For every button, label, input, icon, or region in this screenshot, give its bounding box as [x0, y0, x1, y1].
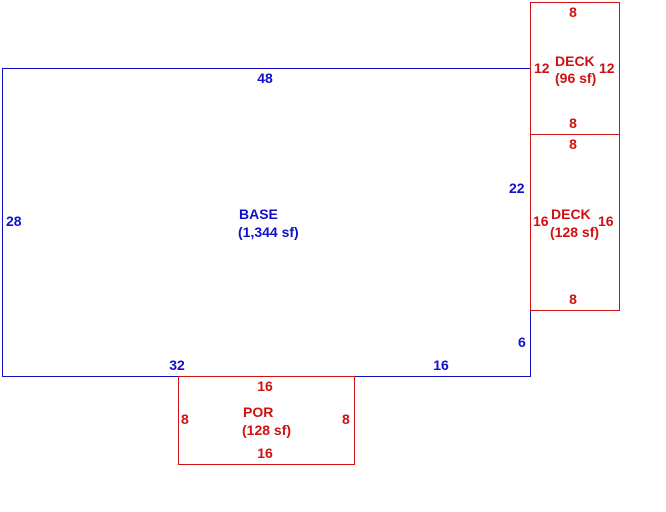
base-top-dimension: 48	[257, 70, 273, 86]
base-name-label: BASE	[239, 206, 278, 222]
porch-area-label: (128 sf)	[242, 422, 292, 438]
deck-lower-name-label: DECK	[551, 206, 591, 222]
base-outline	[2, 68, 531, 377]
deck-lower-outline	[530, 134, 620, 311]
deck-upper-bottom-dimension: 8	[569, 115, 577, 131]
deck-lower-bottom-dimension: 8	[569, 291, 577, 307]
porch-bottom-dimension: 16	[257, 445, 273, 461]
base-right-lower-dimension: 6	[518, 334, 526, 350]
deck-upper-right-dimension: 12	[599, 60, 615, 76]
porch-name-label: POR	[243, 404, 274, 420]
base-bottom-right-dimension: 16	[433, 357, 449, 373]
porch-left-dimension: 8	[181, 411, 189, 427]
porch-right-dimension: 8	[342, 411, 350, 427]
deck-lower-right-dimension: 16	[598, 213, 614, 229]
deck-upper-top-dimension: 8	[569, 4, 577, 20]
base-right-upper-dimension: 22	[509, 180, 525, 196]
base-bottom-left-dimension: 32	[169, 357, 185, 373]
deck-lower-top-dimension: 8	[569, 136, 577, 152]
porch-outline	[178, 376, 355, 465]
deck-lower-left-dimension: 16	[533, 213, 549, 229]
deck-upper-name-label: DECK	[555, 53, 595, 69]
base-area-label: (1,344 sf)	[238, 224, 299, 240]
deck-upper-area-label: (96 sf)	[555, 70, 597, 86]
porch-top-dimension: 16	[257, 378, 273, 394]
deck-upper-left-dimension: 12	[534, 60, 550, 76]
base-left-dimension: 28	[6, 213, 22, 229]
deck-lower-area-label: (128 sf)	[550, 224, 600, 240]
